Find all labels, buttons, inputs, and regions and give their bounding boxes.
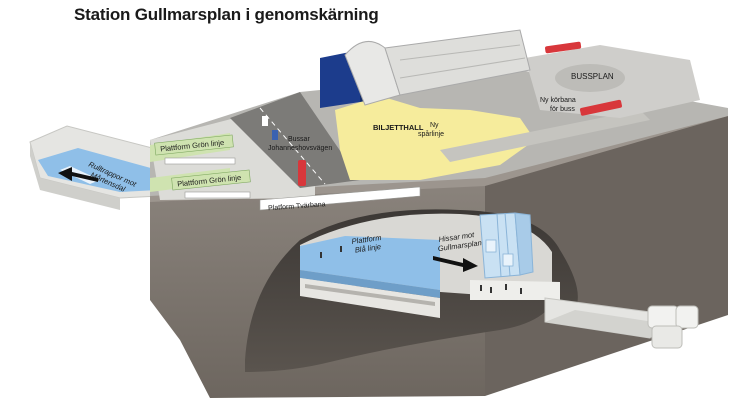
label-new-road-1: Ny körbana xyxy=(540,97,576,104)
elevator-shafts xyxy=(479,212,534,279)
label-buses-2: Johanneshovsvägen xyxy=(268,145,332,152)
exit-tunnels xyxy=(544,297,699,349)
label-tvarbana-platform: Platform Tvärbana xyxy=(268,201,326,212)
blue-platform xyxy=(300,236,440,290)
tvarbana-platform xyxy=(259,186,421,211)
green-platform-tags: Plattform Grön linje Plattform Grön linj… xyxy=(154,134,251,191)
page-title: Station Gullmarsplan i genomskärning xyxy=(74,5,379,24)
label-new-road-2: för buss xyxy=(550,106,575,113)
arrow-martensdal-icon xyxy=(58,167,98,182)
ticket-hall xyxy=(335,96,535,180)
label-blue-platform: Plattform Blå linje xyxy=(351,233,382,255)
buses xyxy=(262,41,622,186)
label-blue-platform-1: Plattform xyxy=(351,233,382,246)
arrow-gullmarsplan-icon xyxy=(433,256,478,272)
label-ticket-hall: BILJETTHALL xyxy=(373,123,424,132)
label-new-track-2: spårlinje xyxy=(418,130,444,138)
blue-line-cavern xyxy=(245,209,578,372)
escalator-tunnel xyxy=(29,125,161,210)
glass-arch-hall xyxy=(344,29,531,106)
label-buses-1: Bussar xyxy=(288,136,310,143)
label-busstop: BUSSPLAN xyxy=(571,72,614,81)
label-new-track-1: Ny xyxy=(430,122,439,129)
label-blue-platform-2: Blå linje xyxy=(354,242,381,255)
